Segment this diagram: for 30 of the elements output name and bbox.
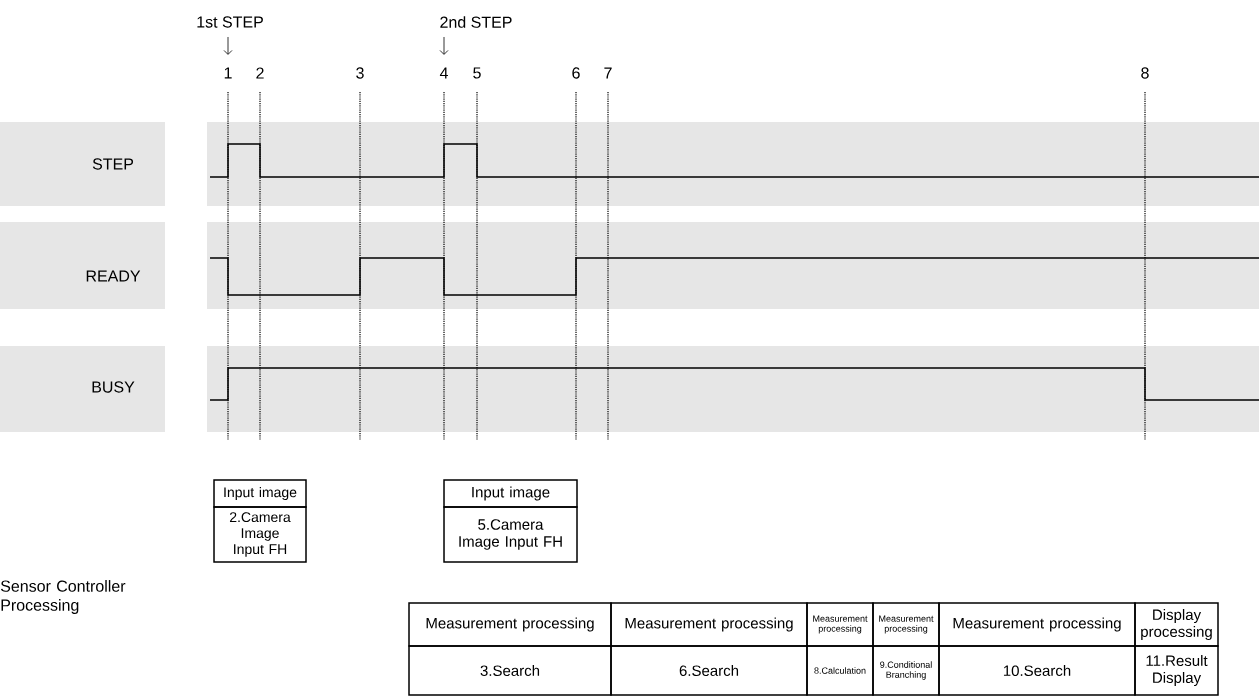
table-cell: 8.Calculation bbox=[806, 645, 874, 696]
timing-number: 6 bbox=[572, 67, 580, 79]
process-box: Input image bbox=[213, 479, 307, 508]
signal-name: READY bbox=[86, 270, 141, 282]
step-label: 2nd STEP bbox=[440, 16, 512, 28]
table-cell: 6.Search bbox=[610, 645, 808, 696]
table-cell: Display processing bbox=[1134, 602, 1219, 647]
timing-number: 2 bbox=[256, 67, 264, 79]
table-cell: 3.Search bbox=[408, 645, 612, 696]
step-label: 1st STEP bbox=[197, 16, 263, 28]
signal-name: STEP bbox=[92, 158, 134, 170]
timing-number: 7 bbox=[604, 67, 612, 79]
timing-number: 3 bbox=[356, 67, 364, 79]
process-box: Input image bbox=[443, 479, 578, 508]
process-box: 2.Camera Image Input FH bbox=[213, 506, 307, 563]
table-cell: 11.Result Display bbox=[1134, 645, 1219, 696]
timing-number: 5 bbox=[473, 67, 481, 79]
table-cell: Measurement processing bbox=[610, 602, 808, 647]
timing-number: 8 bbox=[1141, 67, 1149, 79]
timing-number: 1 bbox=[224, 67, 232, 79]
table-cell: Measurement processing bbox=[408, 602, 612, 647]
signal-name: BUSY bbox=[92, 381, 135, 393]
table-cell: 9.Conditional Branching bbox=[872, 645, 940, 696]
timing-number: 4 bbox=[439, 67, 448, 79]
table-cell: 10.Search bbox=[938, 645, 1136, 696]
table-cell: Measurement processing bbox=[806, 602, 874, 647]
table-cell: Measurement processing bbox=[938, 602, 1136, 647]
process-box: 5.Camera Image Input FH bbox=[443, 506, 578, 563]
section-label: Sensor Controller Processing bbox=[0, 580, 126, 614]
table-cell: Measurement processing bbox=[872, 602, 940, 647]
